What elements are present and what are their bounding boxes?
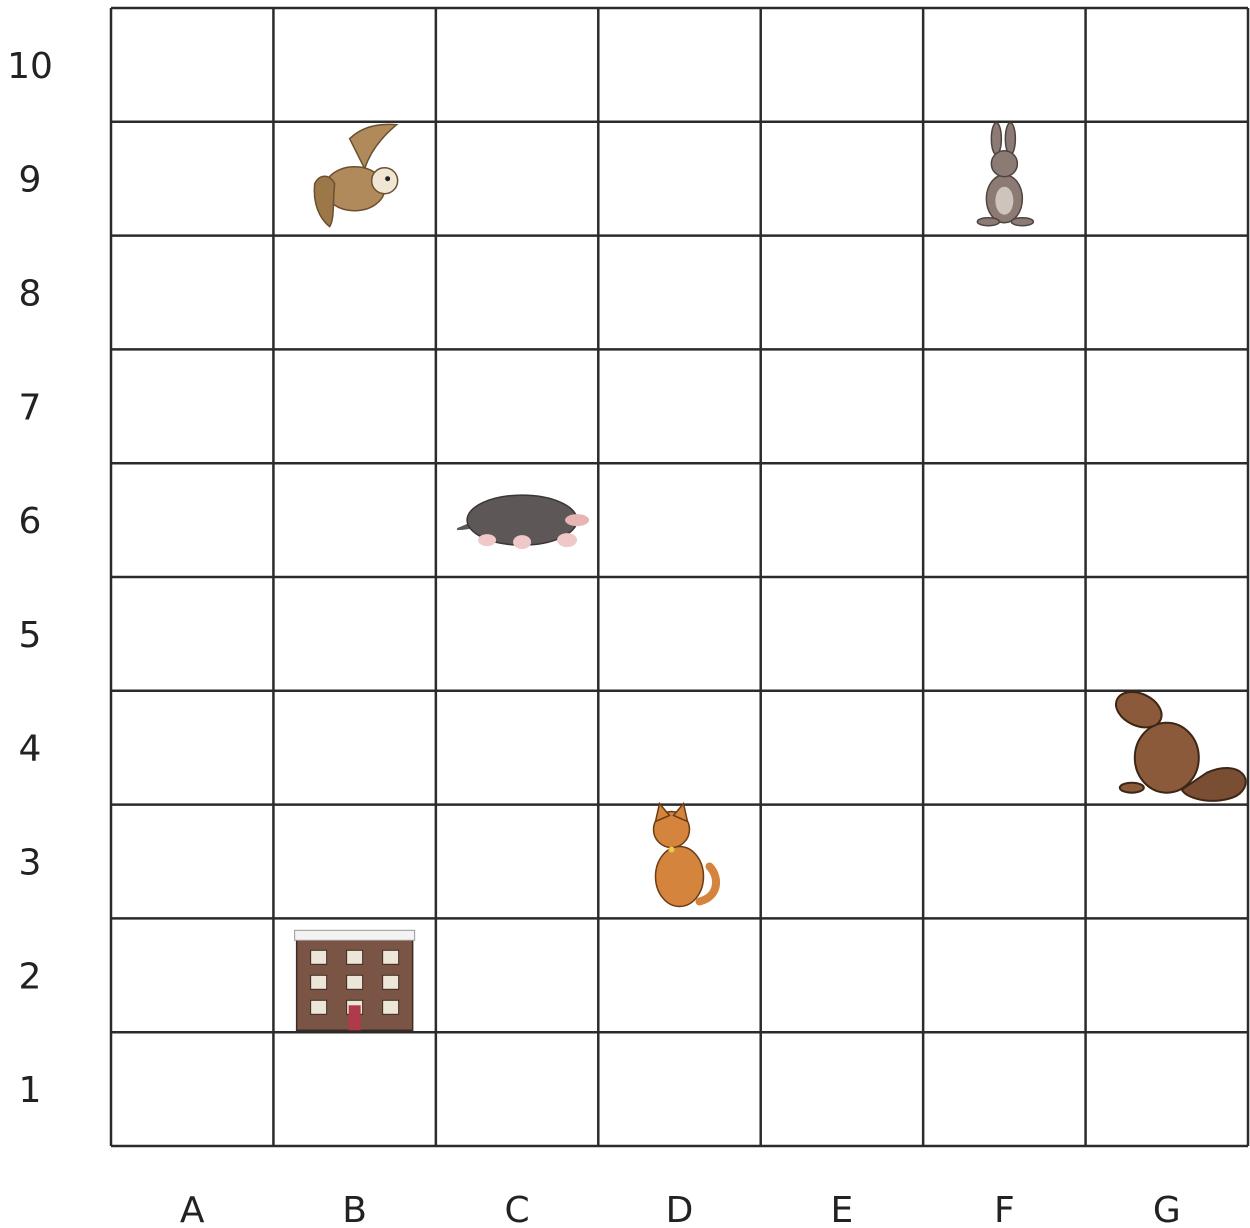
column-labels: A B C D E F G (180, 1190, 1181, 1228)
row-label-4: 4 (19, 729, 42, 770)
row-label-9: 9 (19, 160, 42, 201)
row-label-10: 10 (7, 46, 53, 87)
column-label-G: G (1153, 1190, 1181, 1228)
row-label-8: 8 (19, 274, 42, 315)
column-label-F: F (994, 1190, 1015, 1228)
column-label-B: B (342, 1190, 367, 1228)
column-label-E: E (831, 1190, 854, 1228)
rabbit-icon (977, 123, 1033, 226)
row-label-3: 3 (19, 843, 42, 884)
mole-icon (457, 495, 589, 549)
row-label-2: 2 (19, 956, 42, 997)
cat-icon (654, 804, 717, 907)
column-label-C: C (505, 1190, 530, 1228)
row-label-7: 7 (19, 387, 42, 428)
column-label-D: D (666, 1190, 694, 1228)
row-label-1: 1 (19, 1070, 42, 1111)
grid-lines (111, 8, 1248, 1146)
squirrel-icon (1110, 685, 1245, 801)
row-label-5: 5 (19, 615, 42, 656)
column-label-A: A (180, 1190, 205, 1228)
row-label-6: 6 (19, 501, 42, 542)
row-labels: 10 9 8 7 6 5 4 3 2 1 (7, 46, 53, 1111)
house-icon (295, 930, 415, 1030)
owl-icon (314, 124, 397, 226)
